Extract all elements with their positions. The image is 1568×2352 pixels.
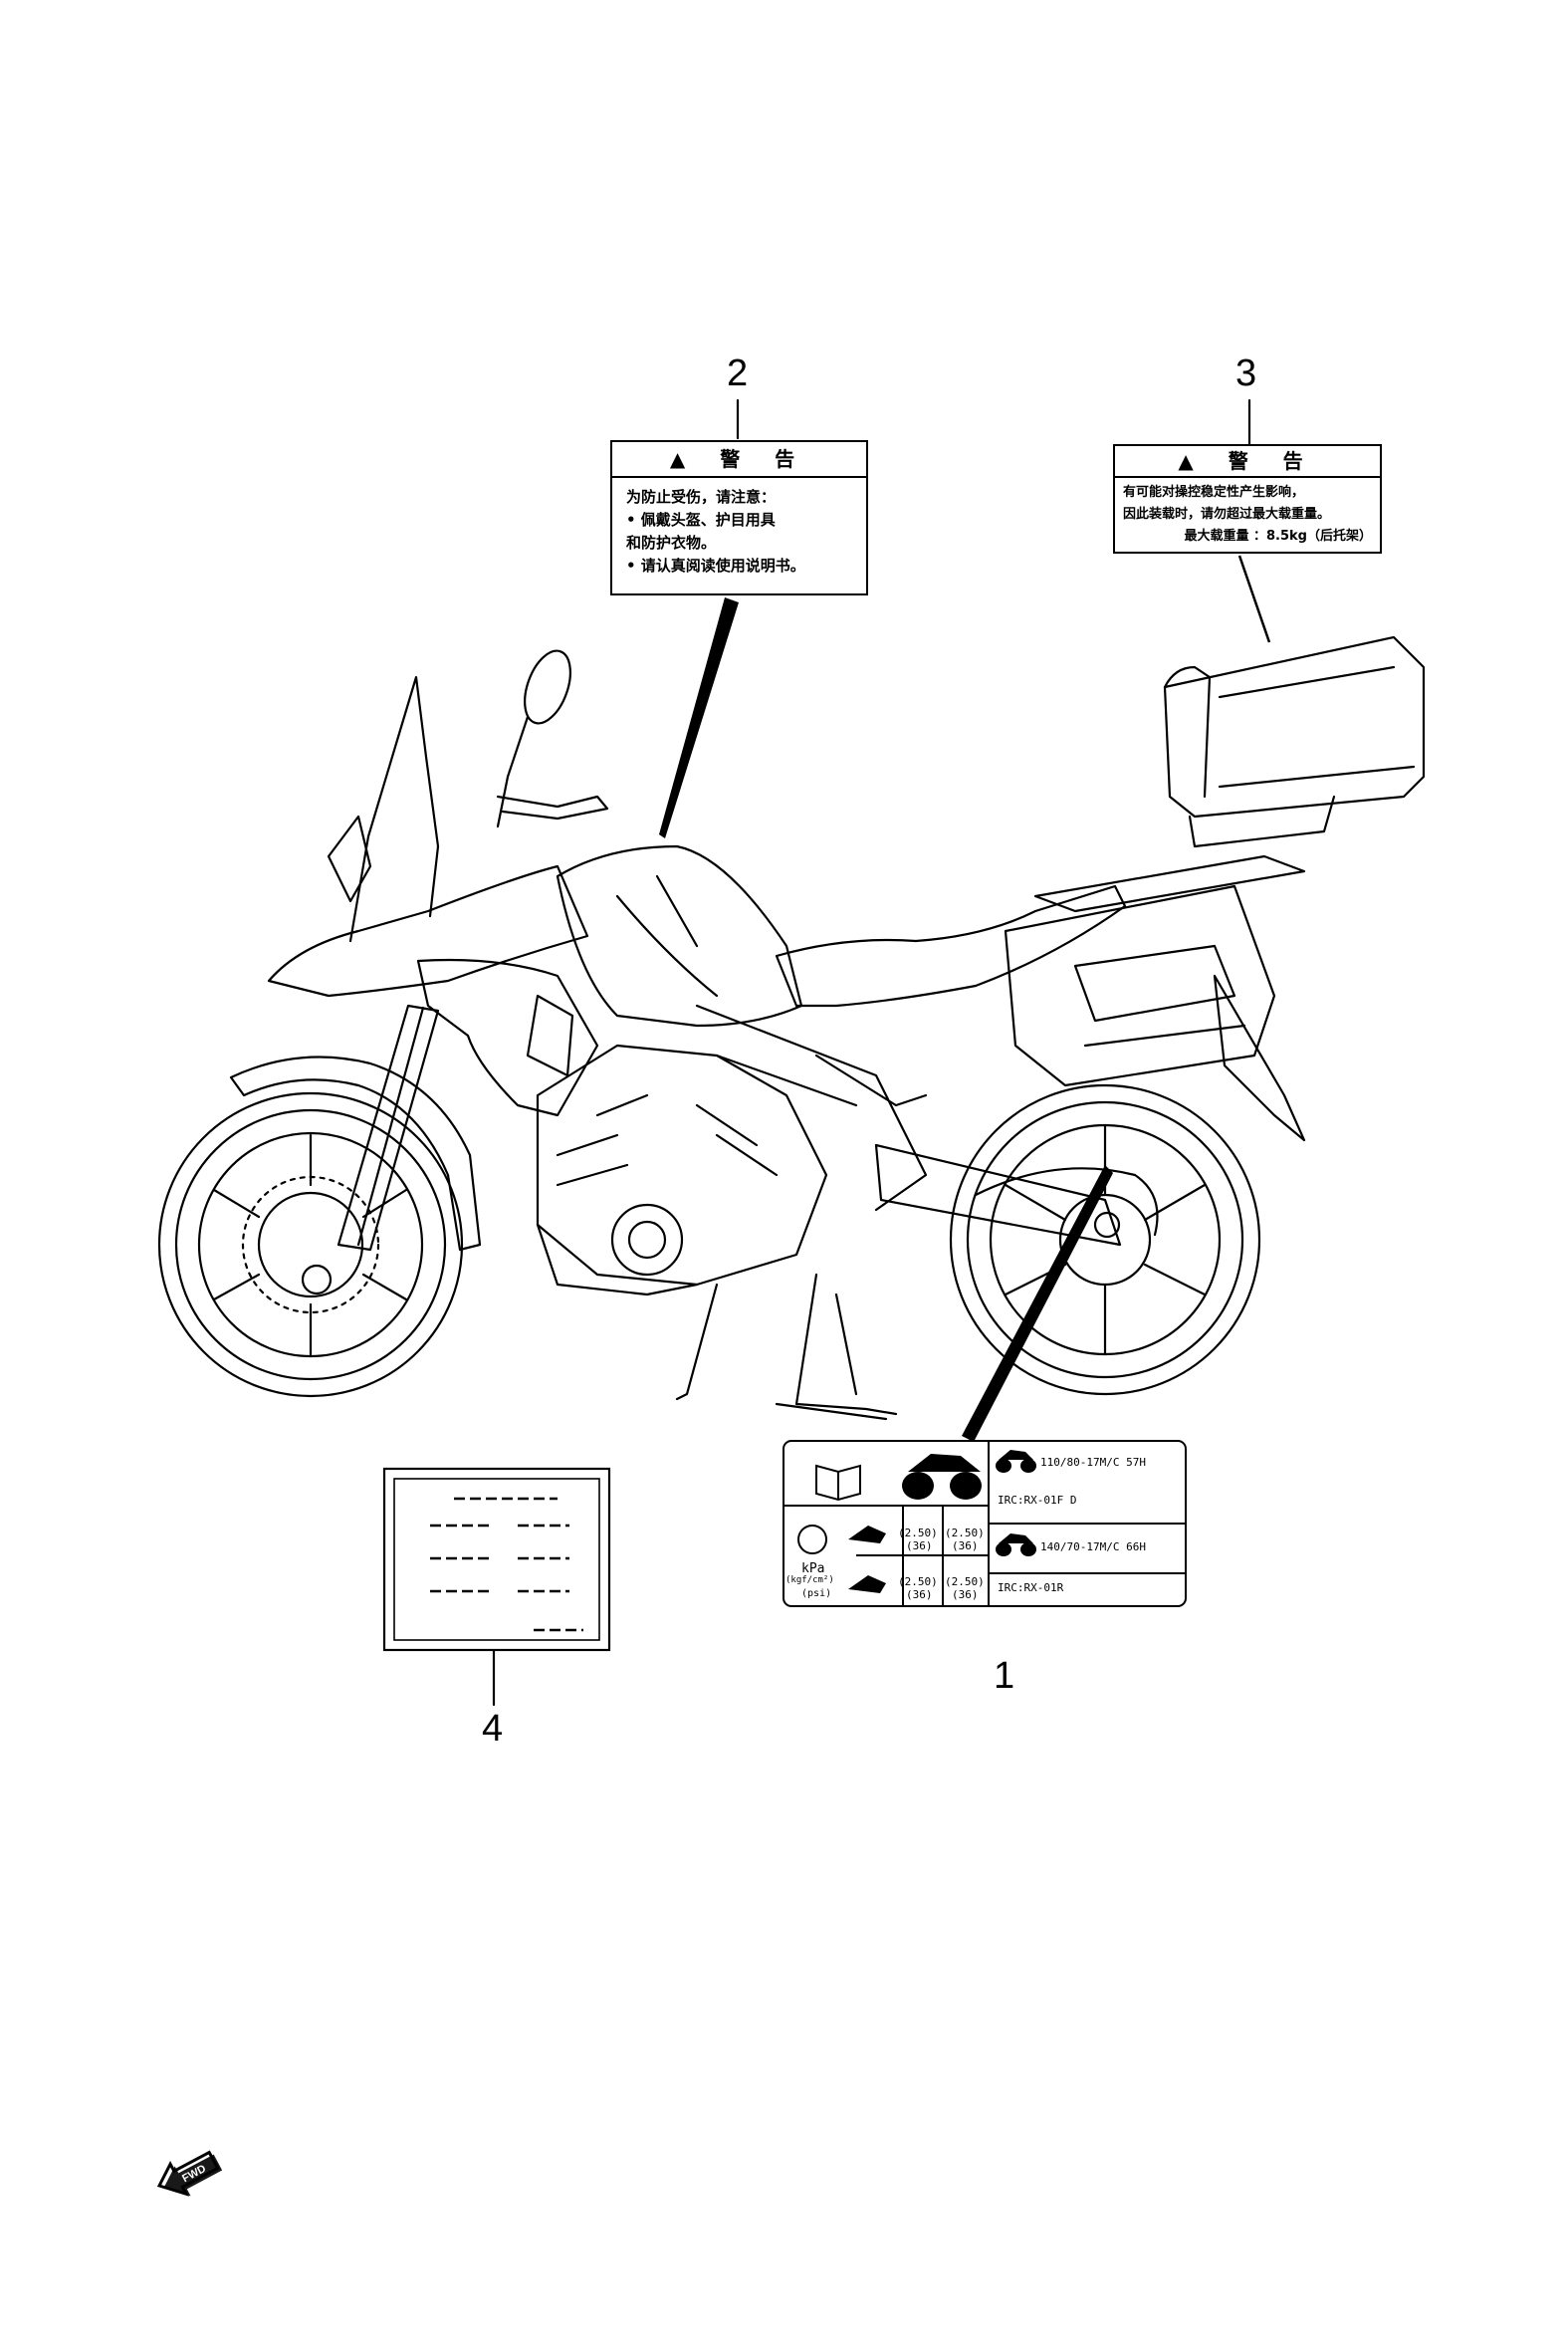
engine	[536, 1044, 828, 1287]
swingarm	[874, 1143, 1122, 1247]
rear-rack	[1033, 854, 1306, 913]
fwd-arrow-icon: FWD	[156, 2150, 223, 2197]
leader-wedge-2	[659, 597, 739, 838]
label-3-title: 警 告	[1228, 449, 1317, 473]
front-fork	[336, 1004, 440, 1252]
callout-number-1: 1	[994, 1655, 1015, 1697]
handlebar	[496, 795, 609, 821]
label-3-body: 有可能对操控稳定性产生影响， 因此装载时，请勿超过最大载重量。 最大载重量 ：8…	[1115, 478, 1380, 552]
frame	[695, 1004, 928, 1212]
duo-rear-pressure: (2.50)	[945, 1575, 985, 1588]
leader-wedge-1	[962, 1165, 1113, 1442]
warning-triangle-icon: ▲	[1178, 449, 1208, 473]
label-2-body: 为防止受伤，请注意： • 佩戴头盔、护目用具 和防护衣物。 • 请认真阅读使用说…	[612, 478, 866, 586]
front-wheel	[157, 1091, 464, 1398]
label-2-header: ▲ 警 告	[612, 442, 866, 478]
side-stand	[675, 1283, 719, 1401]
label-4	[382, 1467, 611, 1652]
front-tire-size: 110/80-17M/C 57H	[1040, 1456, 1146, 1469]
solo-rear-psi: (36)	[952, 1539, 979, 1552]
label-2-title: 警 告	[720, 447, 809, 471]
label-1-frame	[783, 1440, 1187, 1607]
warning-triangle-icon: ▲	[669, 447, 700, 471]
fuel-tank	[556, 844, 803, 1028]
top-case	[1163, 635, 1426, 819]
windscreen	[348, 675, 440, 943]
front-fender	[229, 1056, 482, 1252]
rear-tire-size: 140/70-17M/C 66H	[1040, 1540, 1146, 1553]
rear-wheel	[949, 1083, 1261, 1396]
label-1-icons	[848, 1450, 1036, 1593]
label-2-line: • 佩戴头盔、护目用具	[626, 511, 776, 529]
duo-front-pressure: (2.50)	[898, 1575, 938, 1588]
unit-psi: (psi)	[801, 1588, 832, 1599]
label-3-line: 有可能对操控稳定性产生影响，	[1123, 485, 1305, 500]
side-fairing	[416, 958, 599, 1117]
callout-number-2: 2	[727, 353, 749, 394]
callout-number-3: 3	[1235, 353, 1257, 394]
duo-front-psi: (36)	[906, 1588, 933, 1601]
solo-rear-pressure: (2.50)	[945, 1527, 985, 1539]
callout-number-4: 4	[482, 1708, 504, 1750]
seat	[775, 884, 1127, 1008]
label-3-line: 因此装载时，请勿超过最大载重量。	[1123, 507, 1331, 522]
unit-kpa: kPa	[801, 1561, 825, 1576]
label-2-line: 和防护衣物。	[626, 534, 717, 552]
solo-front-pressure: (2.50)	[898, 1527, 938, 1539]
leader-line-3b	[1237, 555, 1271, 643]
label-2-line: • 请认真阅读使用说明书。	[626, 557, 805, 575]
center-stand	[794, 1273, 898, 1416]
front-cowl	[267, 864, 589, 998]
label-2-warning: ▲ 警 告 为防止受伤，请注意： • 佩戴头盔、护目用具 和防护衣物。 • 请认…	[610, 440, 868, 595]
label-3-line: 最大载重量 ：8.5kg（后托架）	[1184, 529, 1372, 544]
duo-rear-psi: (36)	[952, 1588, 979, 1601]
front-tire-brand: IRC:RX-01F D	[998, 1494, 1077, 1507]
mirror	[524, 649, 571, 725]
rear-tail	[1213, 974, 1306, 1142]
rear-tire-brand: IRC:RX-01R	[998, 1581, 1064, 1594]
solo-front-psi: (36)	[906, 1539, 933, 1552]
label-2-line: 为防止受伤，请注意：	[626, 488, 777, 506]
side-pannier	[1004, 884, 1276, 1087]
unit-kgf: (kgf/cm²)	[785, 1575, 834, 1585]
label-3-warning: ▲ 警 告 有可能对操控稳定性产生影响， 因此装载时，请勿超过最大载重量。 最大…	[1113, 444, 1382, 554]
label-3-header: ▲ 警 告	[1115, 446, 1380, 478]
